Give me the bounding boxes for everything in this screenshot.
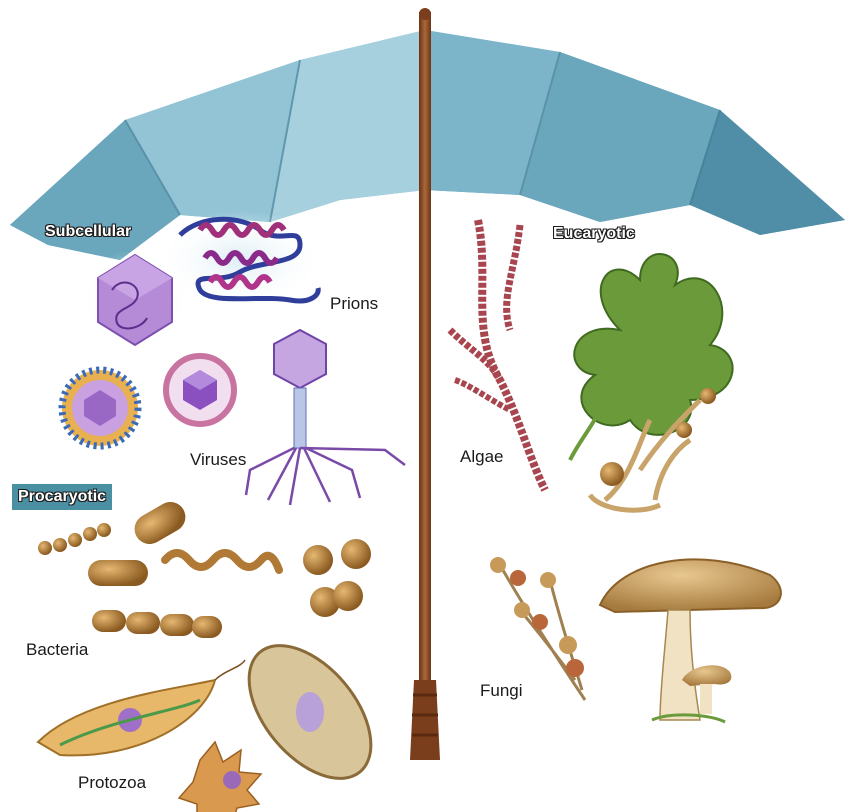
procaryotic-header: Procaryotic (12, 484, 112, 510)
subcellular-header: Subcellular (45, 223, 131, 241)
fungi-label: Fungi (480, 681, 523, 701)
bacteria-label: Bacteria (26, 640, 88, 660)
prions-label: Prions (330, 294, 378, 314)
protozoa-label: Protozoa (78, 773, 146, 793)
viruses-label: Viruses (190, 450, 246, 470)
fungi-illustration (490, 557, 781, 722)
bacteria-illustration (38, 497, 371, 638)
algae-label: Algae (460, 447, 503, 467)
eucaryotic-header: Eucaryotic (553, 225, 635, 243)
